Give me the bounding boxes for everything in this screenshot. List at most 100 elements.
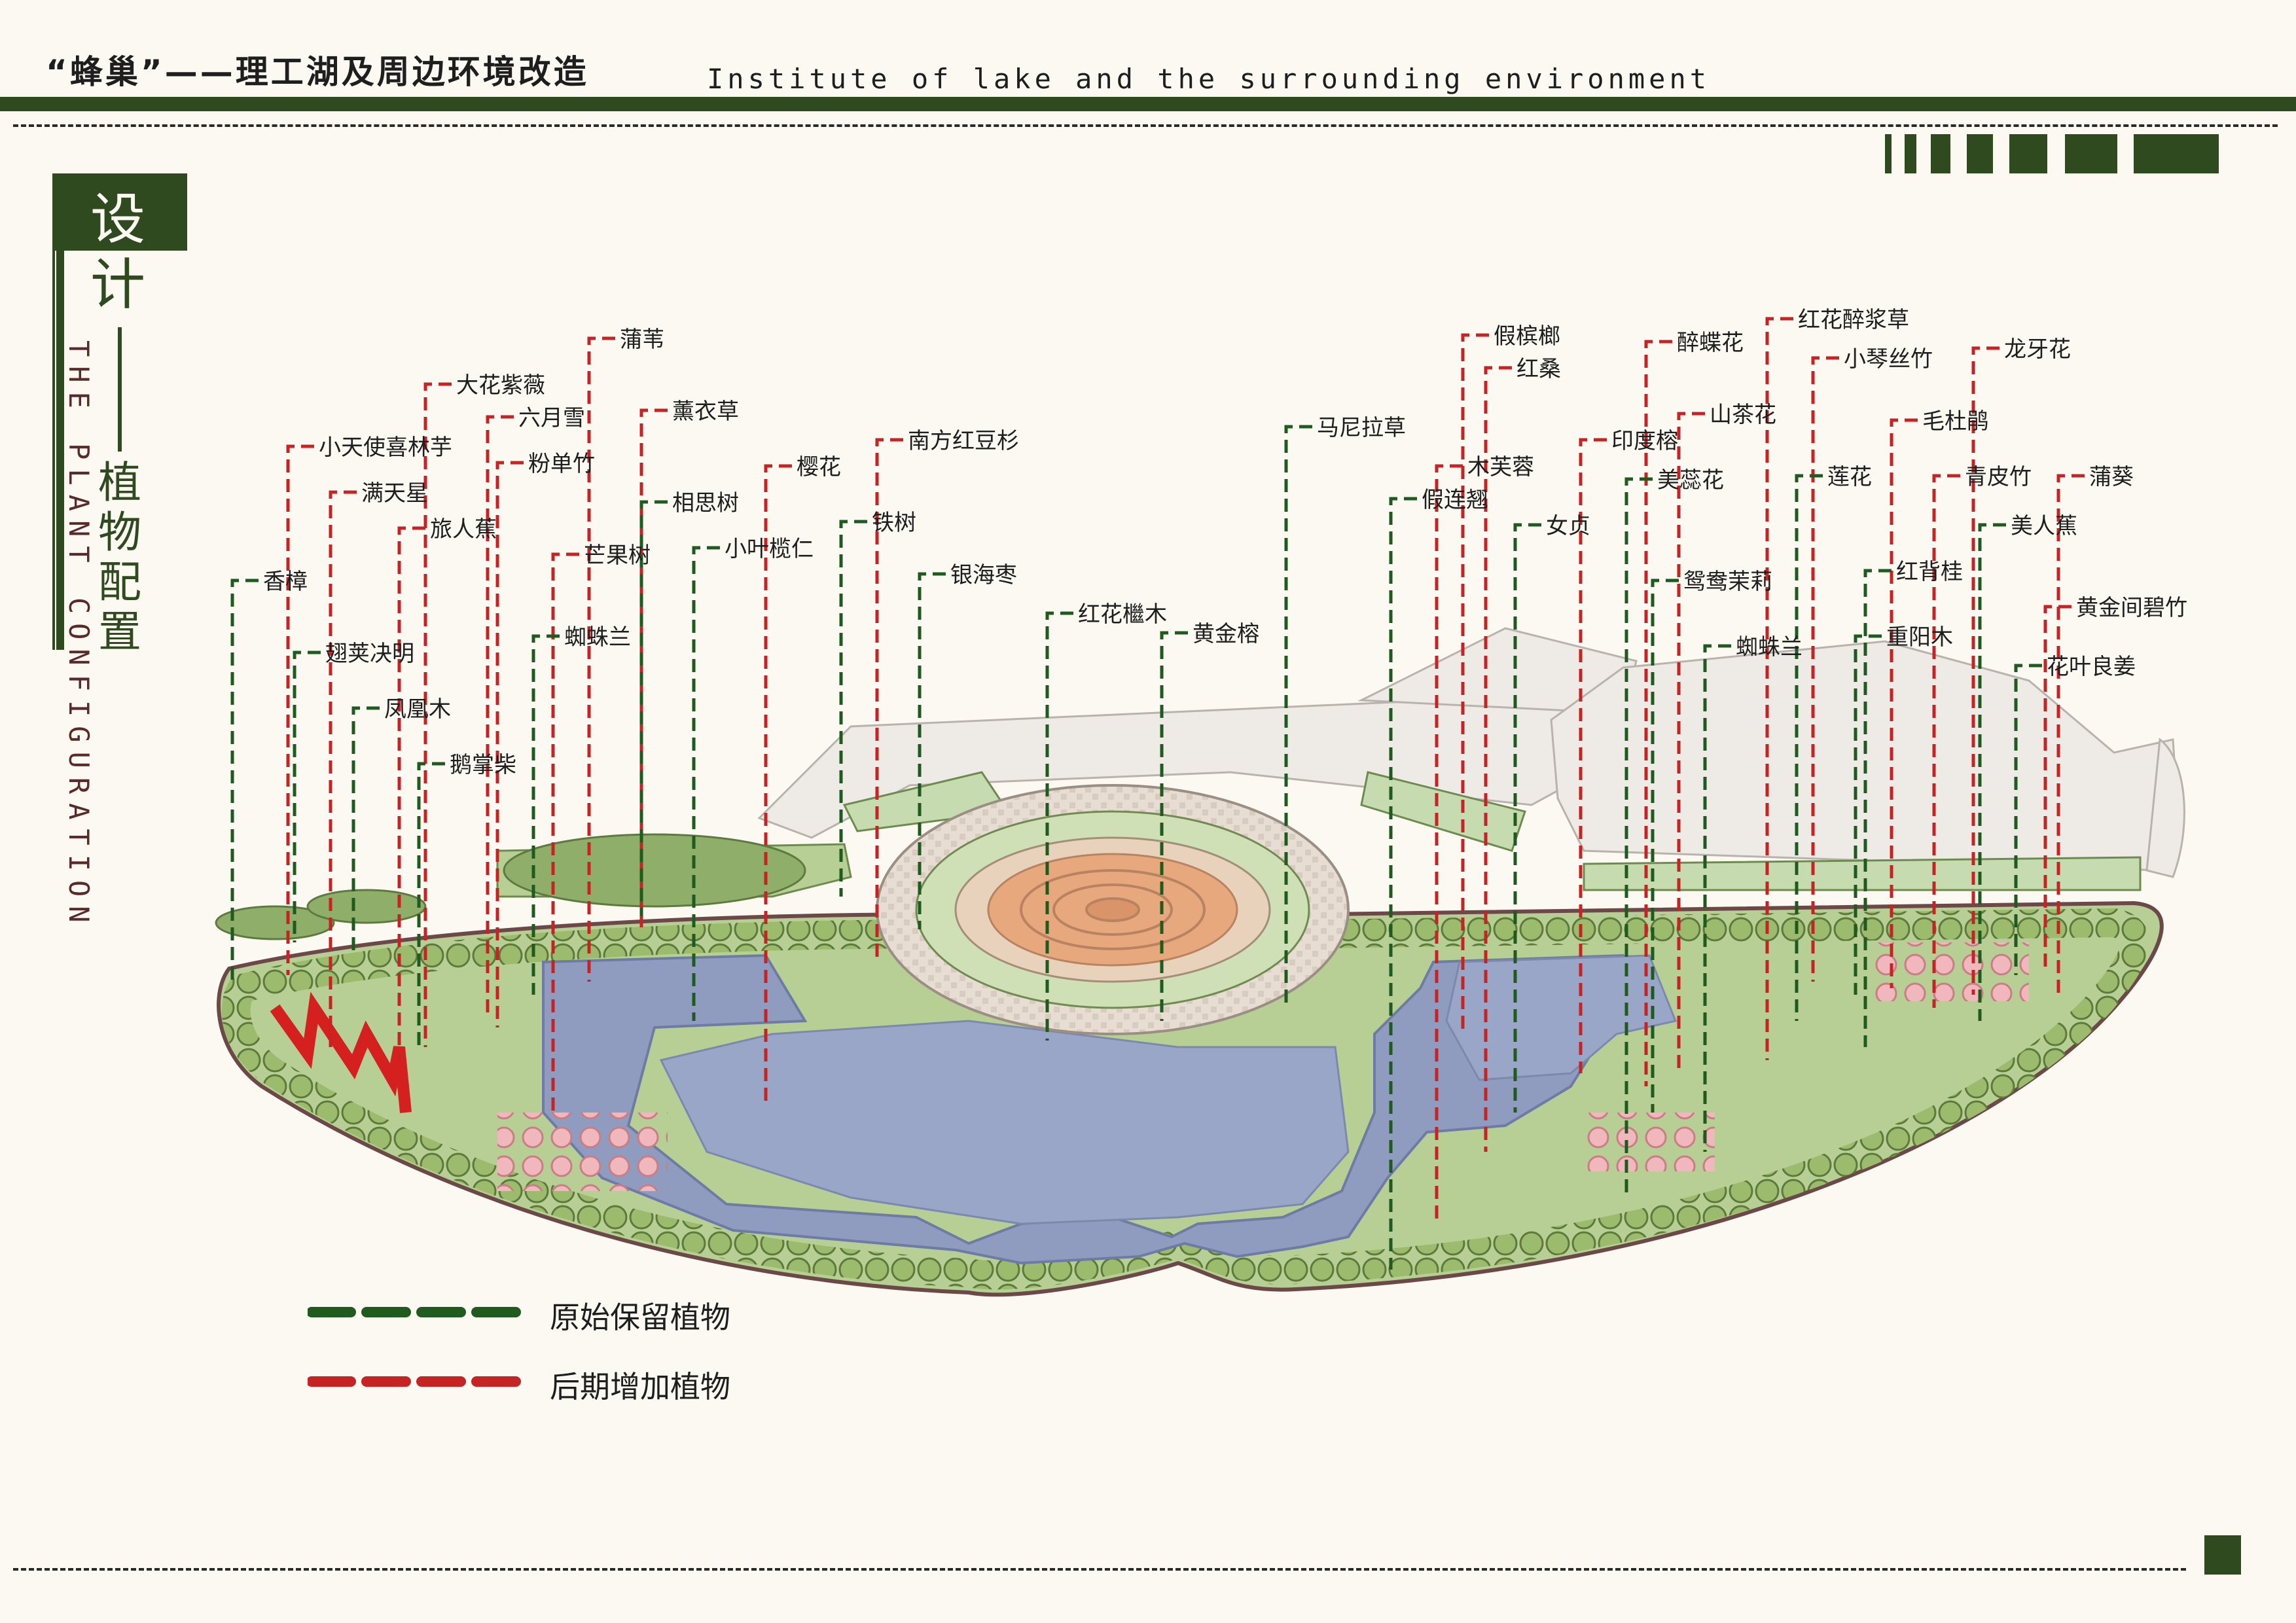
plant-label: 醉蝶花 [1677, 330, 1744, 356]
bar [2065, 134, 2117, 173]
callout-line [1160, 631, 1188, 1021]
callout-line [1484, 366, 1512, 1152]
callout-line [329, 490, 357, 1047]
callout-line [2043, 605, 2072, 969]
plant-label: 黄金榕 [1193, 621, 1259, 647]
legend-added-label: 后期增加植物 [550, 1369, 730, 1404]
callout-line [2014, 664, 2042, 975]
callout-line [764, 464, 792, 1106]
callout-line [293, 651, 321, 942]
plant-label: 马尼拉草 [1317, 415, 1406, 441]
callout-line [1461, 333, 1489, 1034]
plant-label: 蜘蛛兰 [564, 624, 631, 651]
bar [2009, 134, 2047, 173]
section-title-english: THE PLANT CONFIGURATION [63, 340, 95, 932]
bar [2134, 134, 2219, 173]
bar [1905, 134, 1916, 173]
bar [1967, 134, 1993, 173]
callout-line [531, 634, 560, 995]
callout-line [1932, 474, 1960, 1008]
callout-line [423, 382, 452, 1047]
callout-line [875, 438, 903, 962]
callout-line [1389, 497, 1417, 1270]
callout-line [230, 579, 259, 982]
callout-line [1651, 579, 1679, 1113]
plant-label: 香樟 [263, 569, 308, 595]
callout-line [1513, 523, 1541, 1113]
plant-label: 假槟榔 [1494, 323, 1560, 349]
callout-line [1971, 346, 2000, 995]
callout-line [1677, 412, 1705, 1073]
plant-label: 凤凰木 [384, 696, 451, 722]
central-plaza [876, 784, 1350, 1035]
section-dash [118, 327, 122, 452]
plant-label: 红花醉浆草 [1798, 307, 1909, 333]
header-decoration-bars [1885, 134, 2245, 173]
plant-label: 樱花 [797, 454, 841, 480]
plant-label: 大花紫薇 [456, 372, 545, 399]
page-subtitle: Institute of lake and the surrounding en… [707, 63, 1711, 95]
callout-line [551, 552, 579, 1113]
lake-inner [659, 1020, 1350, 1225]
plant-label: 毛杜鹃 [1922, 408, 1989, 435]
callout-line [286, 444, 314, 975]
plant-label: 青皮竹 [1965, 464, 2032, 490]
section-tab [52, 173, 187, 251]
plant-label: 小叶榄仁 [725, 536, 814, 562]
plant-label: 蜘蛛兰 [1736, 634, 1803, 660]
plant-label: 红花檵木 [1078, 601, 1167, 628]
callout-line [1795, 474, 1823, 1021]
callout-line [1863, 569, 1892, 1047]
bar [1931, 134, 1950, 173]
section-title: 植物配置 [98, 457, 141, 657]
callout-line [397, 526, 425, 1060]
flower-bed [1584, 1113, 1715, 1171]
plant-label: 蒲葵 [2089, 464, 2134, 490]
plant-label: 龙牙花 [2004, 336, 2071, 363]
page-title: “蜂巢”——理工湖及周边环境改造 [46, 53, 589, 91]
section-rule-thick [56, 251, 64, 650]
plant-label: 小琴丝竹 [1844, 346, 1933, 372]
plant-label: 红背桂 [1896, 559, 1963, 585]
callout-line [2056, 474, 2085, 995]
callout-line [692, 546, 720, 1021]
plant-label: 翅荚决明 [325, 641, 414, 667]
plant-label: 薰衣草 [672, 399, 739, 425]
top-dashed-divider [13, 124, 2278, 127]
callout-line [1703, 644, 1731, 1152]
plant-label: 满天星 [361, 480, 428, 507]
callout-line [1765, 317, 1793, 1060]
legend-original-line [308, 1307, 524, 1317]
callout-line [1978, 523, 2006, 1021]
plant-label: 重阳木 [1886, 624, 1953, 651]
plant-label: 粉单竹 [528, 451, 595, 477]
plant-label: 花叶良姜 [2047, 654, 2136, 680]
flower-bed [497, 1113, 668, 1191]
callout-line [417, 762, 445, 1047]
east-pond [1445, 954, 1677, 1081]
plant-label: 印度榕 [1611, 428, 1678, 454]
callout-line [639, 408, 668, 929]
callout-line [1644, 340, 1672, 1086]
legend-added-line [308, 1376, 524, 1387]
plant-label: 小天使喜林芋 [319, 435, 452, 461]
callout-line [486, 415, 514, 1014]
plant-label: 六月雪 [518, 405, 585, 431]
callout-line [1284, 425, 1312, 1008]
plant-label: 银海枣 [950, 562, 1017, 588]
callout-line [1811, 356, 1839, 982]
plant-label: 女贞 [1546, 513, 1590, 539]
plant-label: 蒲苇 [620, 327, 664, 353]
plant-label: 假连翘 [1422, 487, 1488, 513]
flower-bed [1872, 942, 2029, 1001]
callout-line [1579, 438, 1607, 1073]
bottom-dashed-divider [13, 1568, 2186, 1571]
callout-line [1435, 464, 1463, 1224]
plant-label: 莲花 [1827, 464, 1872, 490]
callout-line [839, 520, 867, 897]
callout-line [495, 461, 524, 1027]
callout-line [1854, 634, 1882, 995]
plant-label: 相思树 [672, 490, 739, 516]
